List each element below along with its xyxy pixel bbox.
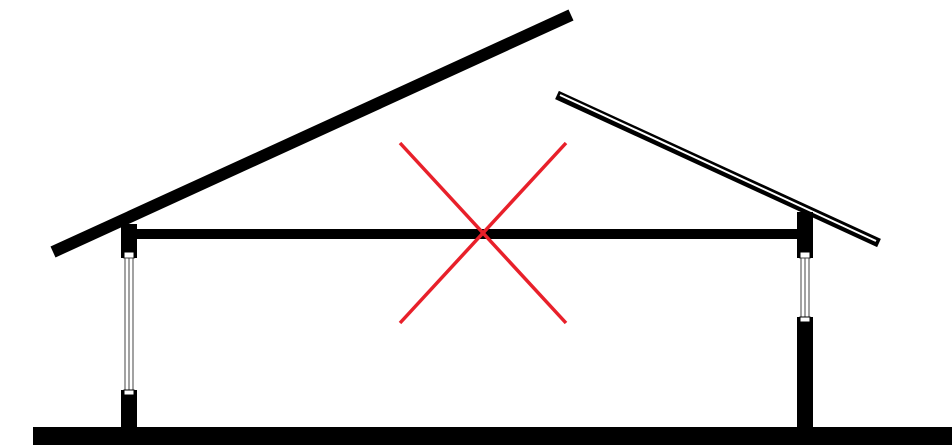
right-roof-slab bbox=[555, 90, 881, 248]
right-top-post bbox=[797, 212, 813, 259]
left-roof-slab bbox=[50, 9, 574, 258]
ground-slab bbox=[33, 427, 952, 445]
cross-mark bbox=[398, 141, 568, 325]
left-window bbox=[124, 257, 134, 393]
left-bottom-post bbox=[121, 389, 137, 427]
left-top-post bbox=[121, 224, 137, 259]
right-bottom-post bbox=[797, 316, 813, 427]
right-window bbox=[800, 257, 810, 319]
